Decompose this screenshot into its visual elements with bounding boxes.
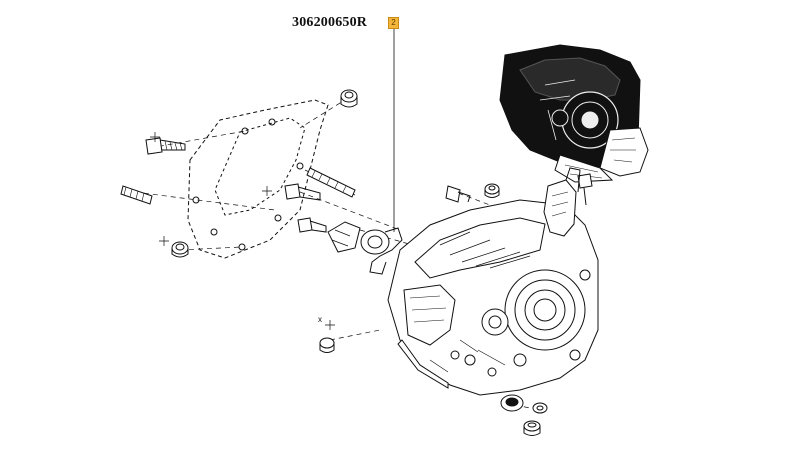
- nut-top[interactable]: [340, 89, 358, 108]
- seal-ring[interactable]: [500, 394, 524, 412]
- nut-lower-left[interactable]: [319, 337, 335, 353]
- nut-right-upper[interactable]: [484, 183, 500, 198]
- bolt-lower-left[interactable]: [297, 217, 327, 233]
- bolt-center[interactable]: [284, 183, 321, 201]
- bolt-far-right[interactable]: [577, 173, 593, 206]
- dimension-markers: [150, 132, 335, 330]
- dimension-marker-label: x: [318, 315, 322, 324]
- cover-plate-bolt-holes: [192, 118, 304, 251]
- cover-plate-outline: [187, 99, 329, 259]
- clutch-release-bearing[interactable]: [327, 221, 403, 275]
- drain-plug[interactable]: [523, 420, 541, 436]
- stud-left-long[interactable]: [120, 185, 153, 205]
- callout-badge[interactable]: 2: [388, 17, 399, 29]
- bolt-left-upper[interactable]: [145, 137, 186, 155]
- part-reference-label: 306200650R: [292, 15, 368, 30]
- shift-selector-bracket[interactable]: [543, 167, 581, 237]
- nut-left-lower[interactable]: [171, 241, 189, 258]
- gearbox-housing-main[interactable]: [387, 199, 599, 396]
- washer-bottom[interactable]: [532, 402, 548, 414]
- stud-center-long[interactable]: [306, 167, 356, 198]
- bolt-right-upper[interactable]: [445, 185, 471, 203]
- gearbox-housing-highlight-icon[interactable]: [499, 44, 649, 183]
